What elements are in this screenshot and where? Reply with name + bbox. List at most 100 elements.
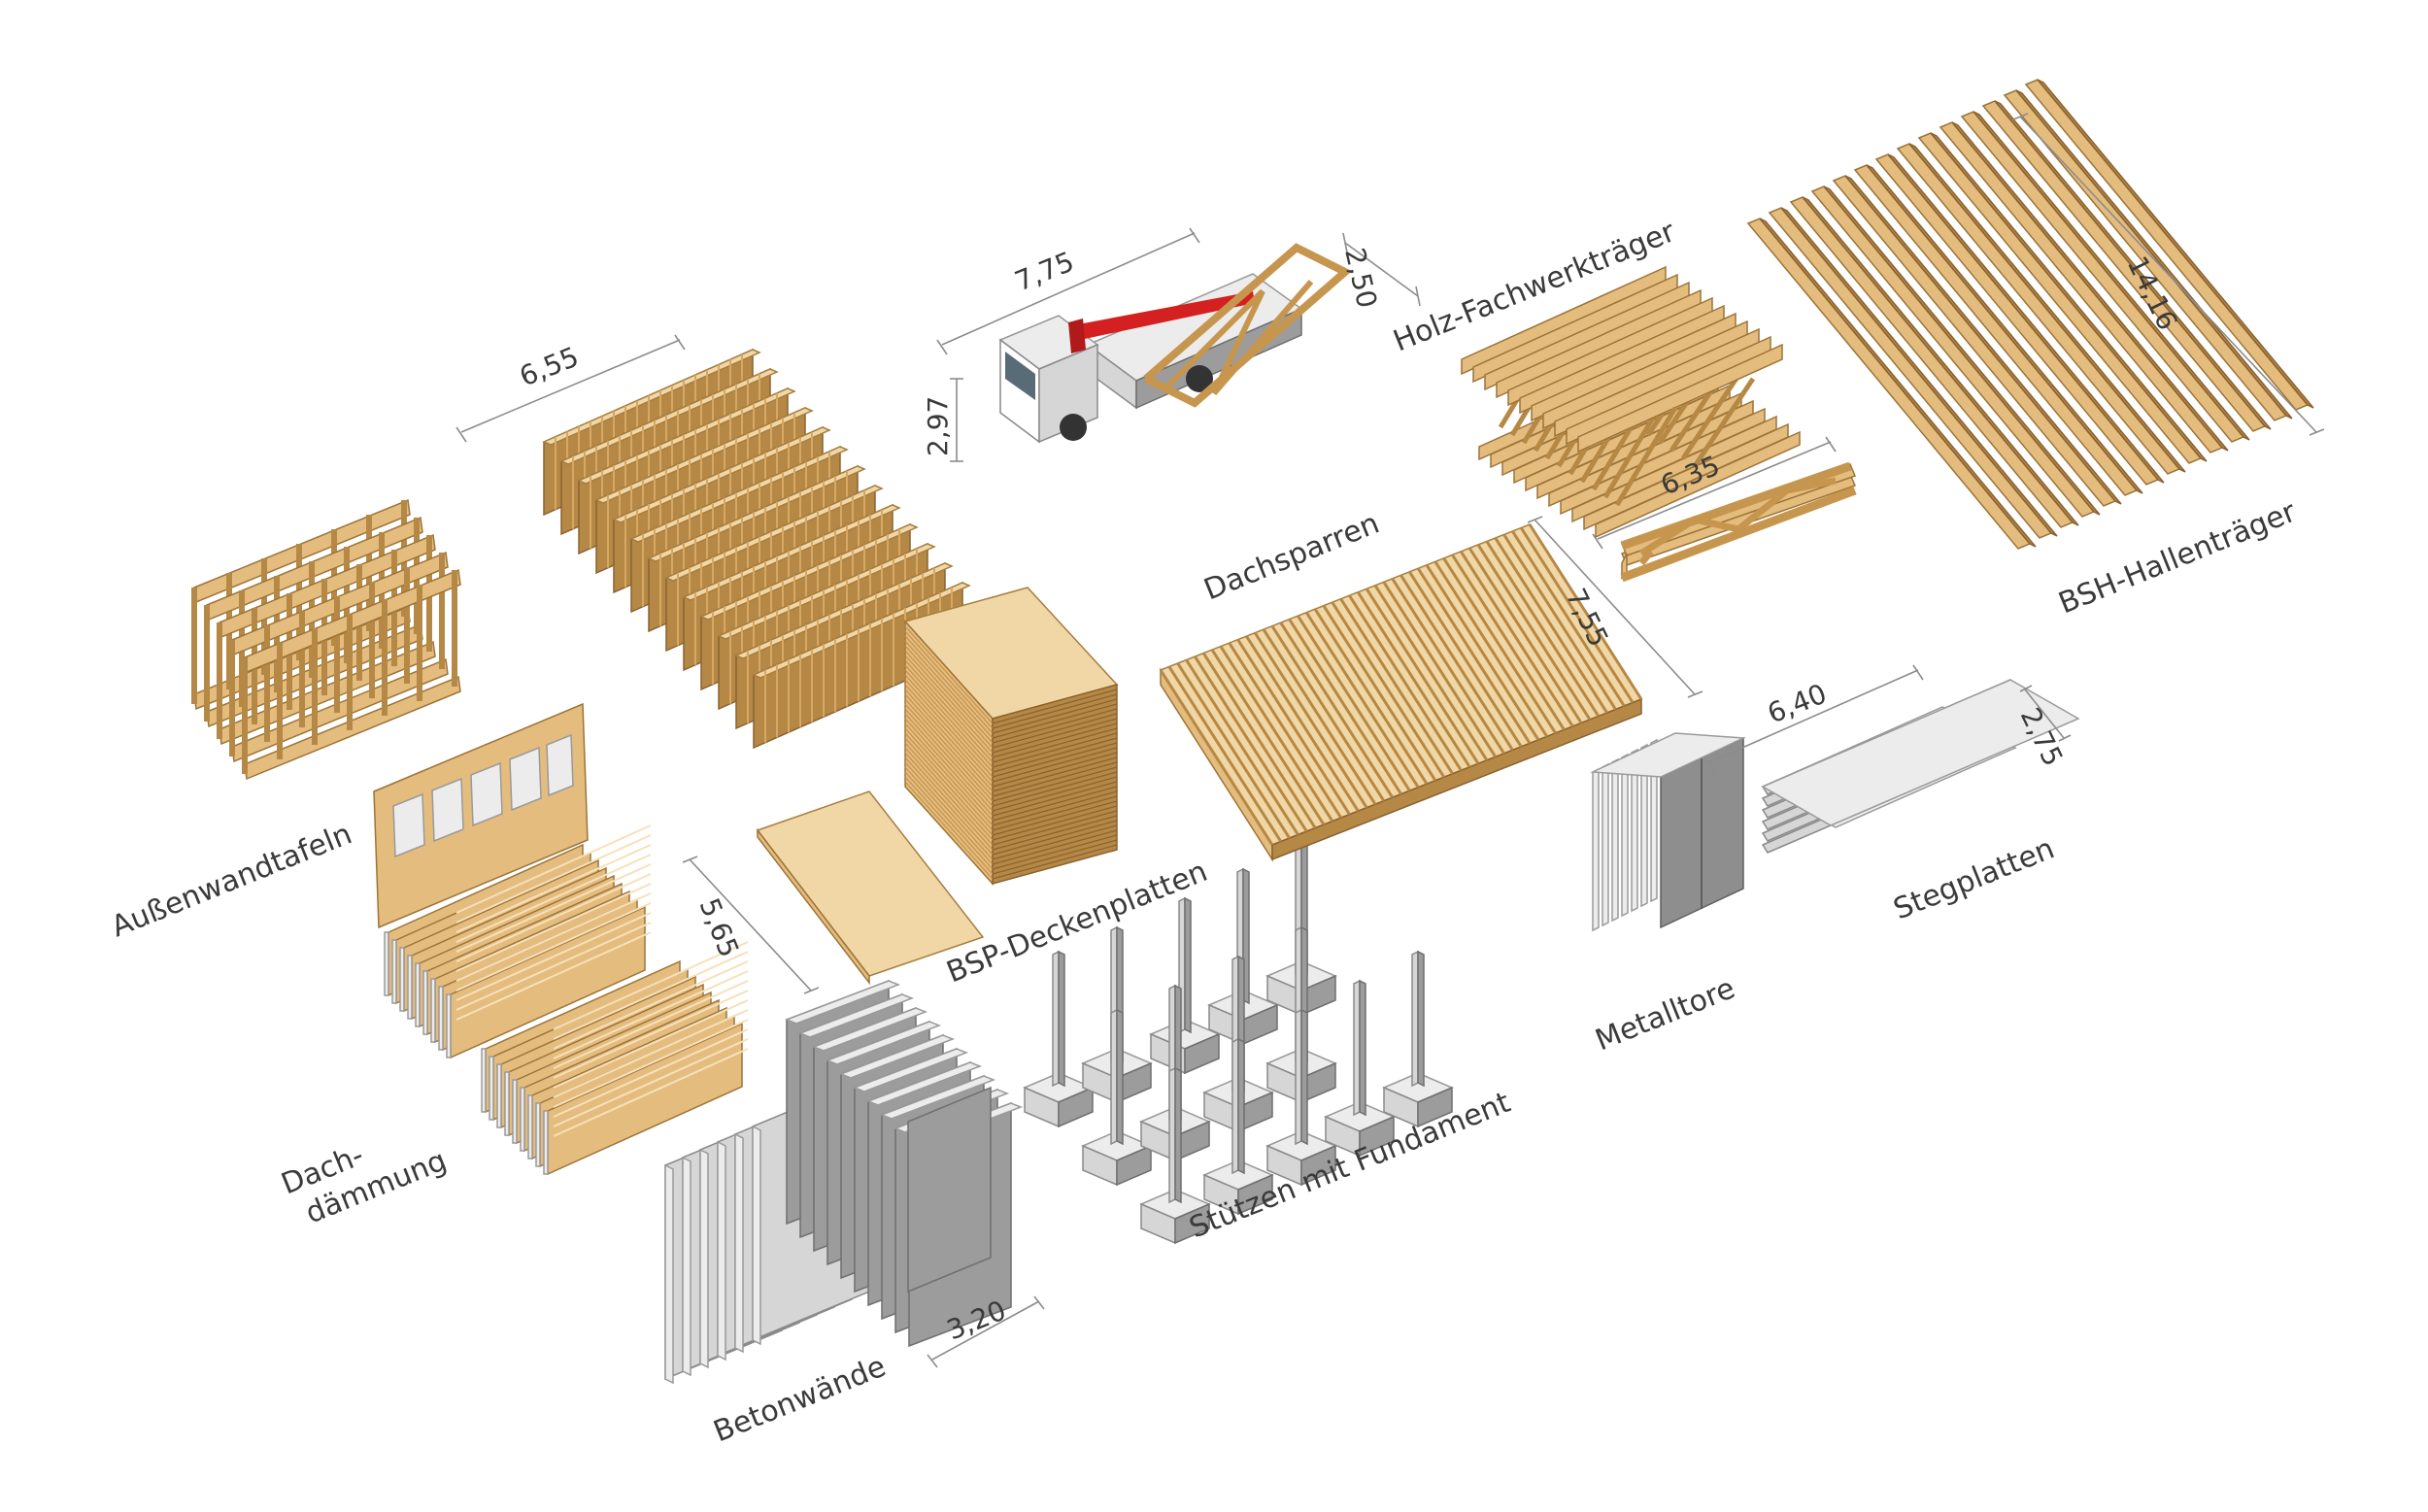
glulam-beam-side <box>2037 79 2314 409</box>
column-shaft <box>1411 950 1419 1088</box>
glulam-beam-side <box>1887 153 2165 484</box>
dim-web-panels-length: 6,40 <box>1763 678 1831 730</box>
glulam-beam-side <box>1908 143 2186 473</box>
glulam-beam-side <box>1866 164 2143 494</box>
exterior-wall-panels-stack <box>191 498 589 929</box>
stacked-wall-elements <box>542 348 971 750</box>
insulation-edge <box>504 1071 510 1136</box>
insulation-edge <box>543 1110 549 1175</box>
column-shaft <box>1116 1008 1124 1146</box>
concrete-wall-top <box>838 1034 956 1079</box>
insulation-edge <box>391 939 397 1004</box>
dim-insulation-length: 5,65 <box>693 893 746 961</box>
label-concrete-walls: Betonwände <box>709 1350 891 1450</box>
insulation-edge <box>384 931 389 996</box>
insulation-edge <box>535 1102 541 1167</box>
glulam-beam-side <box>1973 111 2250 441</box>
insulation-edge <box>430 978 436 1043</box>
glulam-beam-side <box>1994 100 2272 430</box>
insulation-edge <box>512 1079 518 1144</box>
concrete-wall-face <box>907 1086 992 1294</box>
column-shaft <box>1184 896 1192 1034</box>
gate-panel-edge <box>1592 767 1600 932</box>
concrete-wall-top <box>852 1048 969 1092</box>
roof-rafters <box>1159 523 1643 862</box>
columns-with-foundation <box>1023 838 1454 1245</box>
glulam-beam-side <box>1844 175 2122 505</box>
glulam-hall-beams <box>1746 79 2314 550</box>
label-web-panels: Stegplatten <box>1889 831 2059 926</box>
concrete-walls <box>664 979 1024 1385</box>
gate-panel-edge <box>1650 738 1658 903</box>
glulam-beam-side <box>1930 132 2208 462</box>
column-shaft <box>1353 979 1361 1117</box>
column-shaft <box>1174 1066 1182 1204</box>
foundation-side <box>1174 1202 1210 1245</box>
insulation-edge <box>481 1048 487 1113</box>
column-shaft <box>1295 1008 1302 1146</box>
insulation-edge <box>407 955 413 1020</box>
insulation-edge <box>438 986 444 1051</box>
web-panel-top <box>1761 679 2080 826</box>
gate-panel-edge <box>1640 743 1648 908</box>
concrete-wall-edge <box>752 1125 761 1346</box>
glulam-beam-side <box>1951 121 2229 452</box>
gate-panel-edge <box>1621 753 1629 918</box>
concrete-wall-edge <box>682 1156 691 1377</box>
insulation-edge <box>520 1087 525 1152</box>
column-shaft <box>1058 950 1065 1088</box>
gate-panel-edge <box>1602 762 1609 927</box>
concrete-wall-edge <box>717 1140 726 1361</box>
insulation-edge <box>527 1094 533 1159</box>
roof-insulation-stacks <box>384 824 749 1176</box>
concrete-wall-top <box>879 1075 996 1120</box>
truss-bottom-chord <box>1595 430 1801 539</box>
concrete-wall-top <box>811 1007 928 1052</box>
insulation-edge <box>422 970 428 1035</box>
insulation-edge <box>446 993 452 1058</box>
column-shaft <box>1417 950 1425 1088</box>
insulation-edge <box>415 962 421 1027</box>
dim-truck-width: 2,50 <box>1338 245 1383 311</box>
column-shaft <box>1052 950 1060 1088</box>
concrete-wall-edge <box>734 1132 744 1354</box>
insulation-edge <box>496 1063 502 1128</box>
concrete-wall-top <box>865 1061 983 1106</box>
foundation-side <box>1359 1115 1395 1158</box>
insulation-edge <box>399 947 405 1012</box>
label-exterior-wall-panels: Außenwandtafeln <box>107 817 356 944</box>
glulam-beam-side <box>1802 196 2079 526</box>
column-shaft <box>1359 979 1366 1117</box>
foundation-side <box>1237 1173 1273 1216</box>
insulation-edge <box>489 1056 494 1121</box>
glulam-beam-side <box>1823 185 2101 516</box>
concrete-wall-top <box>797 993 915 1038</box>
glulam-beam-side <box>1759 218 2037 548</box>
gate-panel-edge <box>1611 757 1619 923</box>
foundation-side <box>1300 1144 1336 1187</box>
concrete-wall-edge <box>699 1148 709 1369</box>
clt-floor-slabs <box>756 587 1119 986</box>
concrete-wall-edge <box>664 1163 674 1385</box>
web-panels-stack <box>1761 679 2080 854</box>
truss-top-chord <box>1577 343 1783 454</box>
column-shaft <box>1237 1037 1245 1175</box>
metal-gates <box>1590 732 1746 932</box>
column-shaft <box>1300 1008 1308 1146</box>
concrete-wall-top <box>784 980 901 1025</box>
dimension-lines <box>455 113 2325 1368</box>
foundation-side <box>1058 1086 1094 1128</box>
column-shaft <box>1168 1066 1176 1204</box>
label-clt-floor-slabs: BSP-Deckenplatten <box>942 855 1212 991</box>
label-metal-gates: Metalltore <box>1591 971 1739 1058</box>
glulam-beam-side <box>2015 89 2293 420</box>
foundation-side <box>1184 1032 1220 1075</box>
foundation-side <box>1417 1086 1453 1128</box>
glulam-beam-side <box>1780 207 2058 537</box>
foundation-side <box>1116 1144 1152 1187</box>
gate-top <box>1590 732 1746 778</box>
concrete-wall-top <box>825 1021 942 1065</box>
timber-trusses-stack <box>1461 265 1801 539</box>
single-timber-truss <box>1620 461 1857 583</box>
